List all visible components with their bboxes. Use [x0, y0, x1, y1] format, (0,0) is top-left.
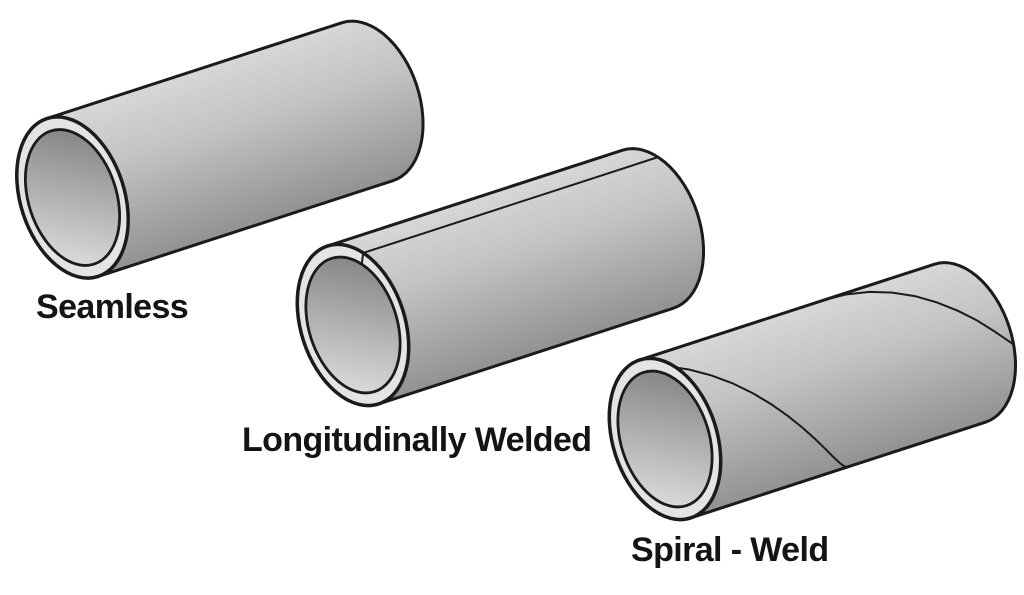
pipe-bore	[304, 255, 402, 395]
label-seamless: Seamless	[36, 288, 189, 326]
label-spiral-weld: Spiral - Weld	[631, 531, 829, 569]
pipe-bore	[616, 369, 714, 509]
longitudinal-weld-seam-line	[362, 156, 660, 254]
pipe-seamless	[15, 19, 425, 280]
spiral-weld-seam-line	[823, 290, 1024, 397]
pipe-longitudinally-welded	[295, 147, 706, 408]
label-longitudinally-welded: Longitudinally Welded	[242, 421, 592, 459]
pipe-spiral-weld	[595, 261, 1024, 522]
weld-seam-ring-mark	[360, 251, 365, 266]
pipe-bore	[23, 128, 122, 267]
